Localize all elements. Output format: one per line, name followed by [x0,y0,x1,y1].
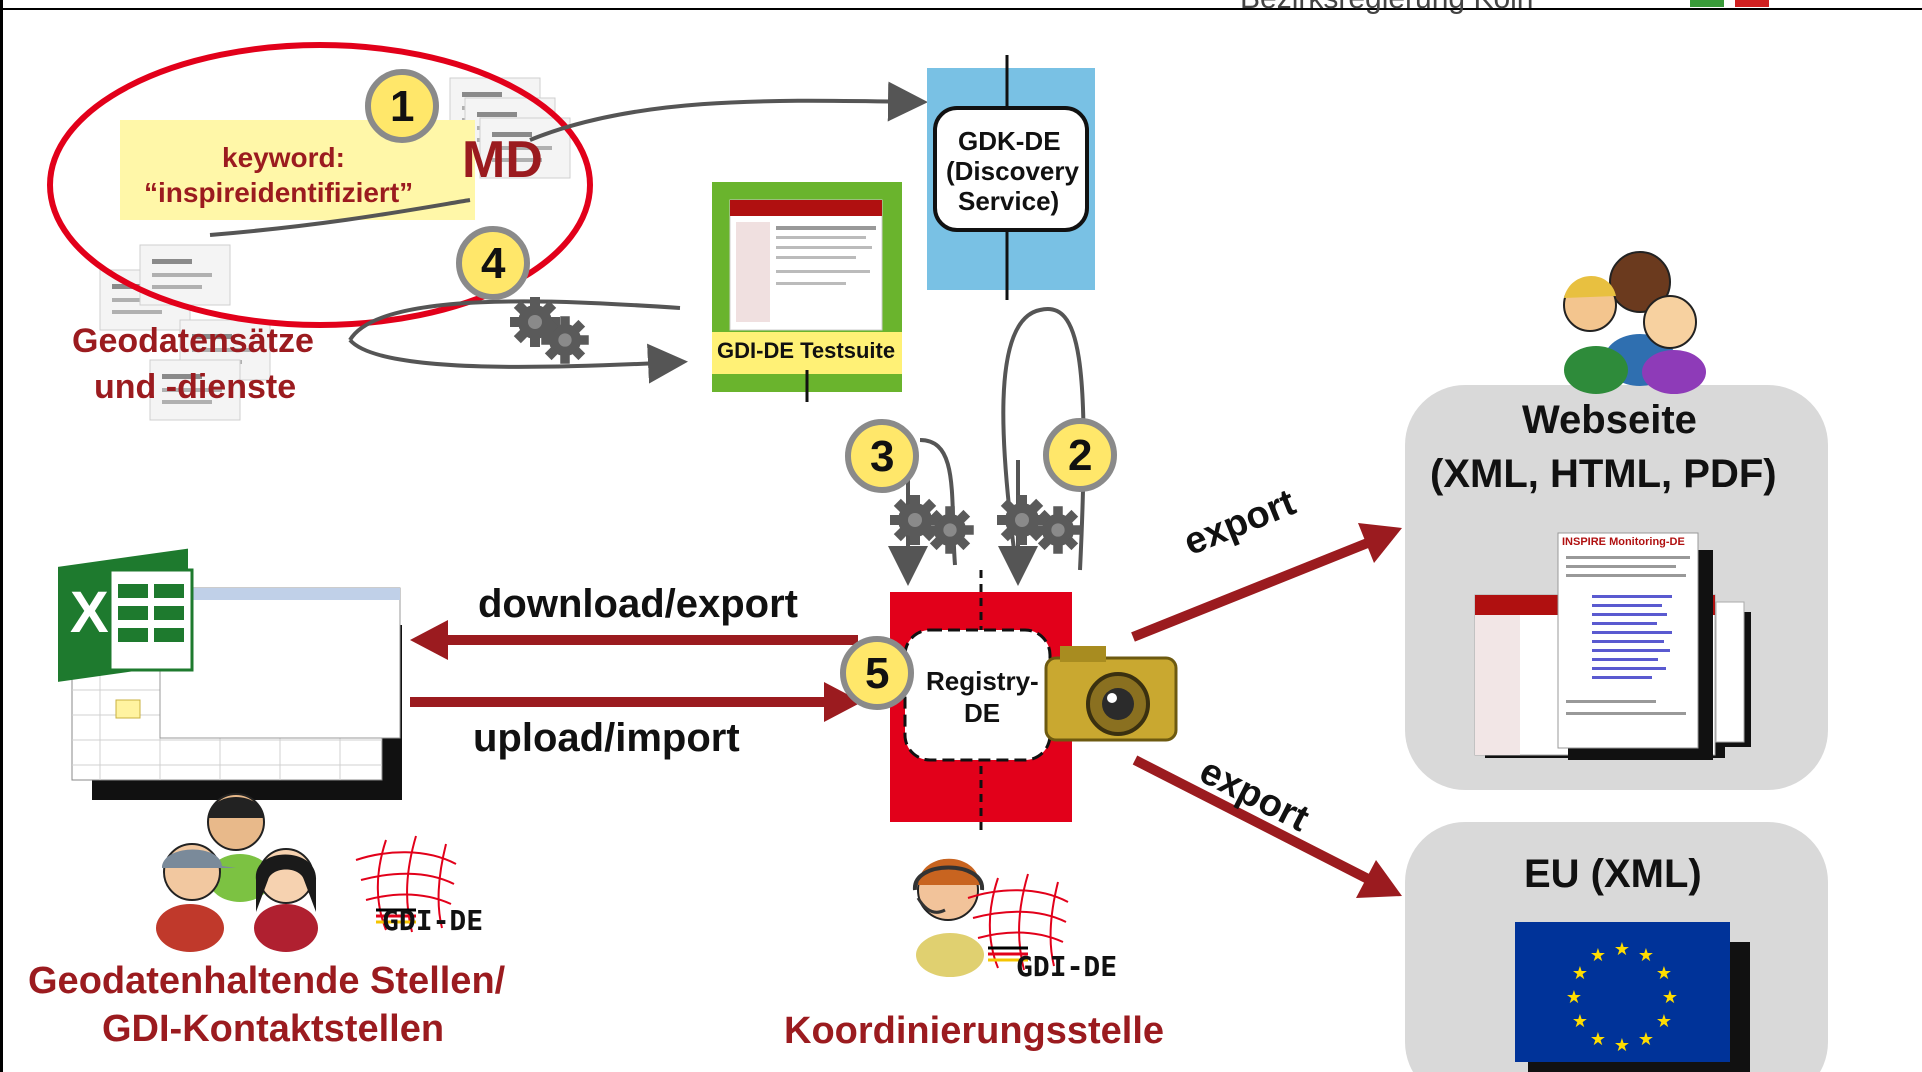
svg-text:★: ★ [1614,939,1630,960]
badge-1-number: 1 [390,82,415,131]
md-label: MD [462,131,543,189]
header-title: Bezirksregierung Köln [1240,0,1533,16]
keyword-line1: keyword: [222,142,345,173]
testsuite-label: GDI-DE Testsuite [717,338,896,363]
gear-icon [997,495,1082,554]
upload-import-label: upload/import [473,716,740,760]
gdi-de-logo-icon [967,873,1069,971]
svg-text:★: ★ [1638,945,1654,966]
svg-text:★: ★ [1590,1029,1606,1050]
svg-text:★: ★ [1662,987,1678,1008]
badge-5 [840,636,914,710]
badge-4 [456,226,530,300]
gdk-label-line2: (Discovery [946,156,1079,186]
spreadsheet-icon: X [58,548,402,800]
gdi-de-logo-icon [355,835,457,933]
badge-2-number: 2 [1068,431,1093,480]
gdi-de-logo-text-left: GDI-DE [382,904,484,937]
svg-text:★: ★ [1566,987,1582,1008]
registry-label-line1: Registry- [926,666,1039,696]
website-thumbnail [1474,532,1751,760]
gdi-de-logo-text-center: GDI-DE [1016,950,1118,983]
svg-text:★: ★ [1614,1035,1630,1056]
website-title-line1: Webseite [1522,398,1697,442]
website-title-line2: (XML, HTML, PDF) [1430,452,1777,496]
eu-title: EU (XML) [1524,852,1702,896]
camera-icon [1044,646,1178,742]
actor-center: Koordinierungsstelle [784,1010,1165,1052]
svg-text:★: ★ [1572,1011,1588,1032]
gdk-label-line1: GDK-DE [958,126,1061,156]
badge-1 [365,69,439,143]
badge-4-number: 4 [481,239,506,288]
svg-text:★: ★ [1572,963,1588,984]
download-export-label: download/export [478,582,798,626]
badge-3-number: 3 [870,432,895,481]
people-left-icon [156,793,318,952]
highlight-ellipse [47,42,593,328]
eu-flag-icon [1515,922,1730,1062]
actor-left-line1: Geodatenhaltende Stellen/ [28,960,506,1002]
gdk-label-line3: Service) [958,186,1060,216]
svg-text:★: ★ [1638,1029,1654,1050]
svg-text:★: ★ [1656,963,1672,984]
gear-icon [890,495,974,554]
keyword-line2: “inspireidentifiziert” [144,177,414,208]
geodata-label-line1: Geodatensätze [72,322,314,360]
badge-2 [1043,418,1117,492]
geodata-label-line2: und -dienste [94,368,297,406]
svg-text:★: ★ [1590,945,1606,966]
people-group-icon [1563,251,1706,394]
website-page-title: INSPIRE Monitoring-DE [1562,536,1685,548]
gear-icon [510,297,589,364]
badge-3 [845,419,919,493]
svg-text:★: ★ [1656,1011,1672,1032]
registry-label-line2: DE [964,698,1001,728]
svg-text:X: X [70,580,109,645]
operator-icon [913,858,984,977]
actor-left-line2: GDI-Kontaktstellen [102,1008,445,1050]
badge-5-number: 5 [865,649,890,698]
